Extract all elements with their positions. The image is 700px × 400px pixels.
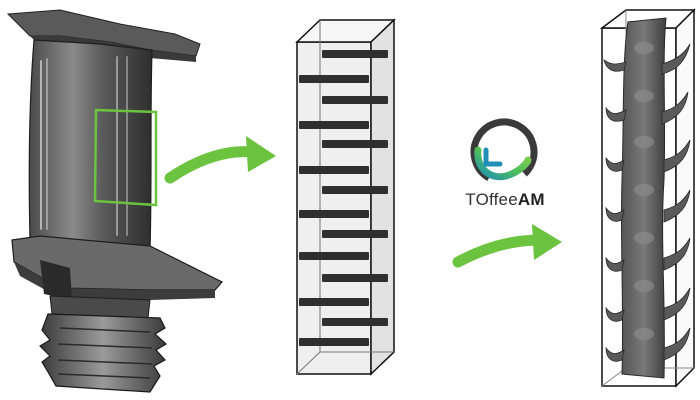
logo-text-bold: AM: [518, 190, 545, 209]
toffeeam-logo-text: TOffeeAM: [455, 190, 555, 210]
logo-text-light: TOffee: [465, 190, 518, 209]
optimized-lattice-result: [602, 10, 694, 386]
fir-tree-root: [40, 314, 166, 392]
turbine-blade-illustration: [8, 10, 222, 392]
optimized-core-column: [621, 18, 666, 378]
toffeeam-logo-icon: [463, 111, 545, 193]
lattice-unit-cell-box: [297, 20, 394, 374]
arrow-blade-to-lattice: [170, 136, 276, 178]
arrow-lattice-to-result: [458, 224, 562, 262]
